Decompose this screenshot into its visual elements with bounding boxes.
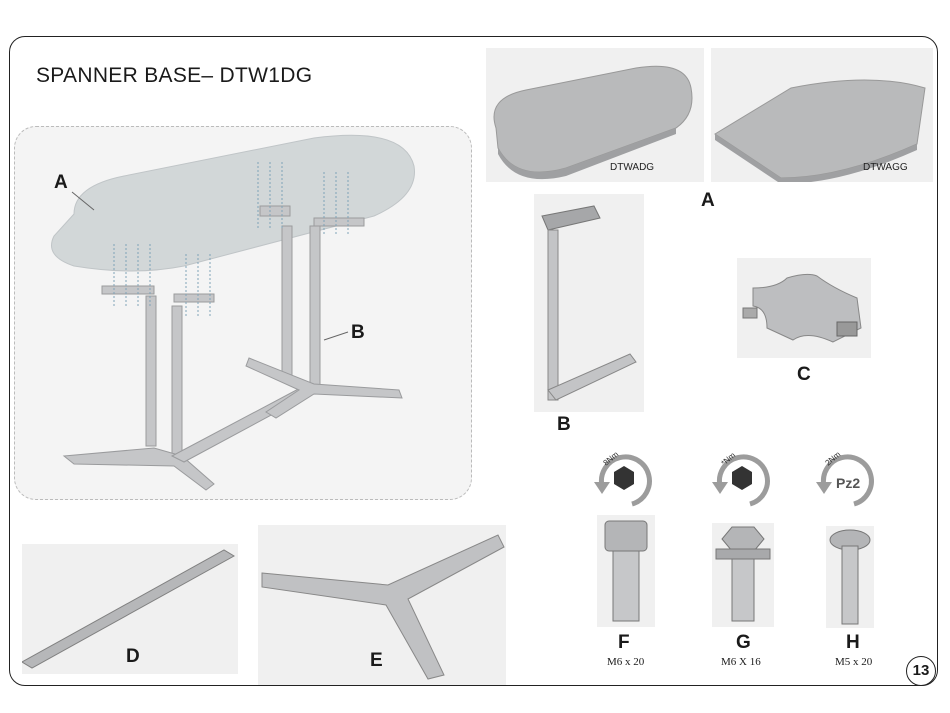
tool-label-h: Pz2 xyxy=(836,475,860,491)
fastener-letter-h: H xyxy=(846,632,860,654)
screw-f-icon xyxy=(597,515,655,627)
fastener-spec-f: M6 x 20 xyxy=(607,656,644,668)
part-c-connector xyxy=(737,258,871,358)
table-top-dtwadg xyxy=(486,48,704,182)
assembly-illustration xyxy=(14,126,472,500)
part-label-e: E xyxy=(370,650,383,672)
page-number: 13 xyxy=(906,656,936,686)
table-top-dtwadg-label: DTWADG xyxy=(610,162,654,173)
screw-g-icon xyxy=(712,523,774,627)
torque-icon-g: *Nm xyxy=(710,452,774,510)
fastener-letter-g: G xyxy=(736,632,751,654)
part-label-a: A xyxy=(701,190,715,212)
part-label-b: B xyxy=(557,414,571,436)
part-b-leg xyxy=(534,194,644,412)
part-label-d: D xyxy=(126,646,140,668)
fastener-spec-g: M6 X 16 xyxy=(721,656,761,668)
assembly-label-a: A xyxy=(54,172,68,194)
torque-icon-f: 8Nm xyxy=(592,452,656,510)
part-label-c: C xyxy=(797,364,811,386)
fastener-letter-f: F xyxy=(618,632,630,654)
screw-h-icon xyxy=(826,526,874,628)
assembly-label-b: B xyxy=(351,322,365,344)
table-top-dtwagg-label: DTWAGG xyxy=(863,162,908,173)
fastener-spec-h: M5 x 20 xyxy=(835,656,872,668)
torque-icon-h: Pz2 2Nm xyxy=(814,452,884,510)
page-title: SPANNER BASE– DTW1DG xyxy=(36,64,312,88)
